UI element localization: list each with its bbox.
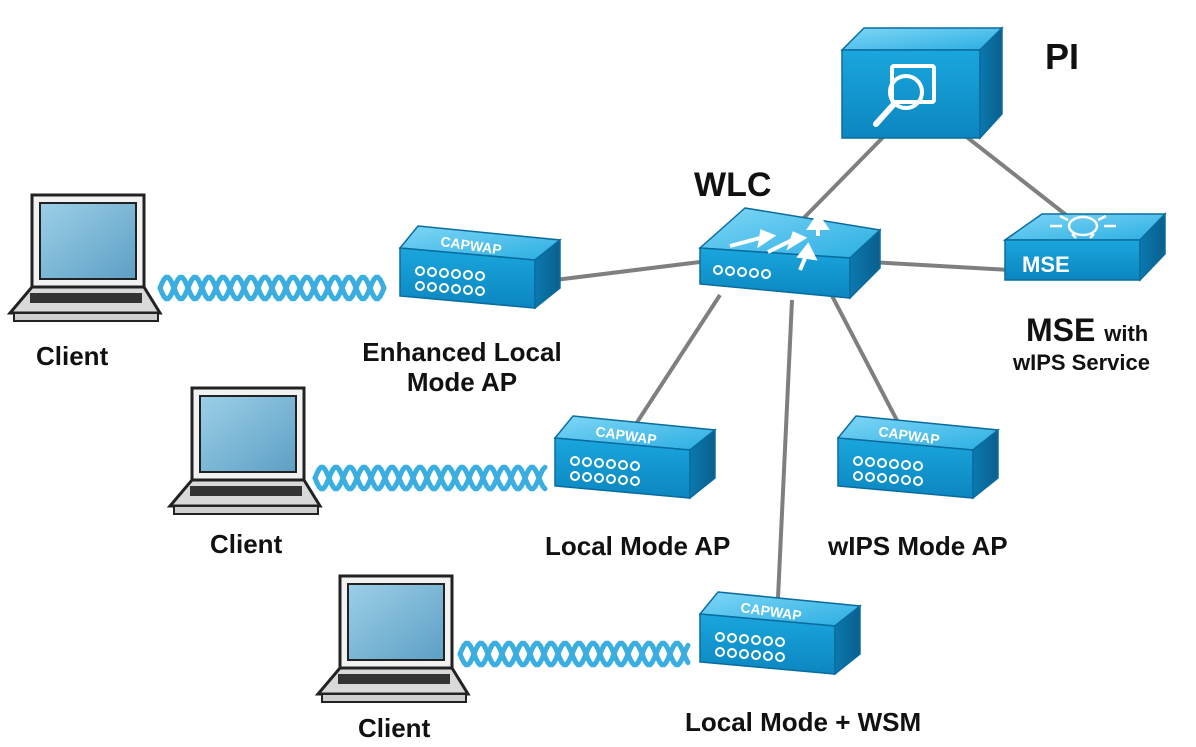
mse-label-main: MSE (1026, 312, 1096, 348)
link-wlc-ap-wsm (776, 299, 794, 599)
ap-wsm-label: Local Mode + WSM (685, 707, 922, 737)
connection-links (554, 118, 1072, 599)
pi-label: PI (1045, 36, 1080, 77)
ap-local-label: Local Mode AP (545, 531, 731, 561)
client-laptop-1 (6, 193, 163, 322)
client3-label: Client (358, 713, 431, 743)
wlc-ports (713, 265, 771, 279)
ap-enhanced-label-line1: Enhanced Local (362, 337, 562, 367)
wireless-links (157, 274, 691, 668)
mse-server: MSE (1002, 212, 1167, 282)
link-wlc-ap-wips (828, 291, 904, 431)
link-wlc-ap-enhanced (554, 260, 701, 282)
link-wlc-ap-local (630, 293, 722, 432)
ap-wips-label: wIPS Mode AP (828, 531, 1008, 561)
pi-server (840, 26, 1004, 140)
mse-label-suffix: with (1104, 321, 1149, 346)
client-laptop-3 (314, 574, 471, 703)
arrows-icon (729, 212, 830, 271)
mse-device-label: MSE (1022, 252, 1070, 277)
wireless-link-2 (312, 464, 548, 492)
client1-label: Client (36, 341, 109, 371)
magnifier-icon (873, 64, 936, 127)
ap-enhanced-label: Enhanced Local Mode AP (357, 337, 567, 398)
ap-wsm-device: CAPWAP (698, 591, 862, 676)
wlc-controller (698, 207, 882, 300)
mse-subtitle: wIPS Service (1013, 350, 1150, 375)
wireless-link-3 (457, 640, 691, 668)
ap-wips-device: CAPWAP (836, 415, 1000, 500)
wireless-link-1 (157, 274, 387, 302)
ap-enhanced-label-line2: Mode AP (406, 366, 518, 397)
mse-label: MSE with (1026, 312, 1148, 349)
client-laptop-2 (166, 386, 323, 515)
ap-local-device: CAPWAP (553, 415, 717, 500)
wlc-label: WLC (694, 166, 772, 204)
ap-enhanced-local-device: CAPWAP (398, 225, 562, 310)
link-wlc-mse (869, 260, 1011, 272)
lightbulb-icon (1050, 214, 1116, 239)
client2-label: Client (210, 529, 283, 559)
